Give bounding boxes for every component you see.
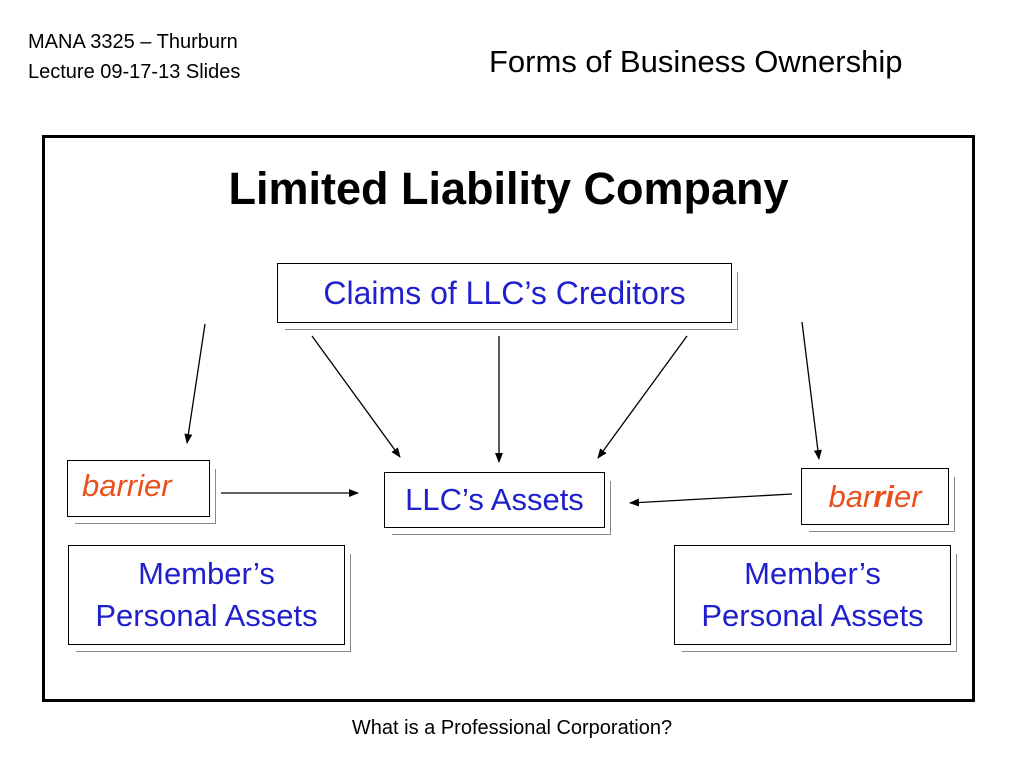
- right-member-assets-box: Member’s Personal Assets: [674, 545, 951, 645]
- llc-assets-label: LLC’s Assets: [405, 482, 584, 517]
- course-line-2: Lecture 09-17-13 Slides: [28, 61, 241, 83]
- left-member-assets-box: Member’s Personal Assets: [68, 545, 345, 645]
- right-barrier-box: barrier: [801, 468, 949, 525]
- llc-assets-box: LLC’s Assets: [384, 472, 605, 528]
- course-info: MANA 3325 – Thurburn Lecture 09-17-13 Sl…: [28, 27, 240, 87]
- right-member-assets-label: Member’s Personal Assets: [701, 553, 923, 637]
- diagram-heading: Limited Liability Company: [228, 163, 789, 214]
- creditors-claims-box: Claims of LLC’s Creditors: [277, 263, 732, 323]
- left-member-line-1: Member’s: [138, 556, 275, 591]
- right-member-line-2: Personal Assets: [701, 598, 924, 633]
- creditors-claims-label: Claims of LLC’s Creditors: [323, 274, 686, 311]
- slide-title: Forms of Business Ownership: [489, 44, 903, 79]
- right-member-line-1: Member’s: [744, 556, 881, 591]
- course-line-1: MANA 3325 – Thurburn: [28, 31, 238, 53]
- diagram-frame: [42, 135, 975, 702]
- left-member-assets-label: Member’s Personal Assets: [95, 553, 317, 637]
- right-barrier-label: barrier: [828, 479, 921, 515]
- left-barrier-box: barrier: [67, 460, 210, 517]
- footer-question: What is a Professional Corporation?: [351, 717, 673, 739]
- right-barrier-part-3: er: [893, 478, 922, 514]
- left-member-line-2: Personal Assets: [95, 598, 318, 633]
- right-barrier-part-2: ri: [873, 478, 894, 514]
- right-barrier-part-1: bar: [828, 478, 874, 514]
- left-barrier-label: barrier: [82, 467, 172, 503]
